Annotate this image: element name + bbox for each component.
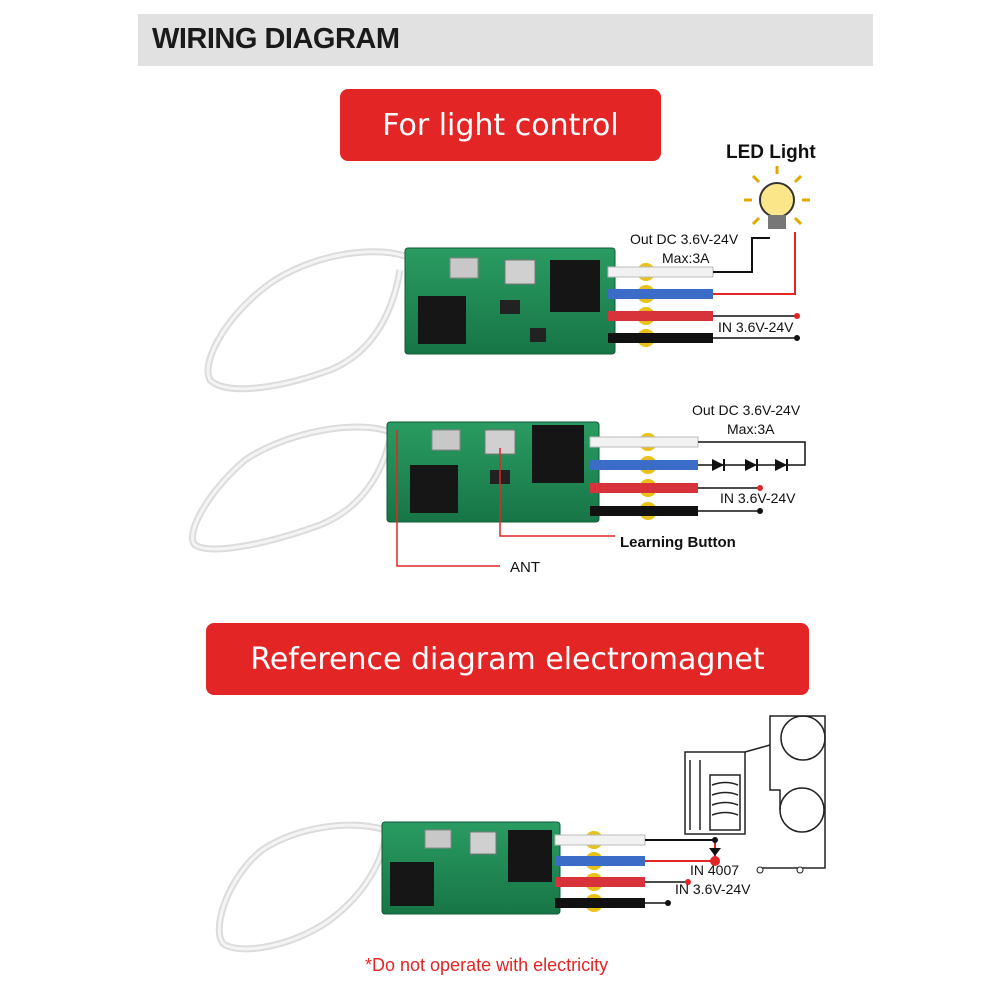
out-voltage-label: Out DC 3.6V-24V (692, 402, 801, 418)
banner-light-control: For light control (340, 89, 661, 161)
antenna-wire (204, 248, 412, 393)
mosfet (508, 830, 552, 882)
page-title: WIRING DIAGRAM (152, 23, 400, 55)
ic-chip (390, 862, 434, 906)
out-voltage-label: Out DC 3.6V-24V (630, 231, 739, 247)
footer-note: *Do not operate with electricity (365, 955, 609, 975)
learning-button-label: Learning Button (620, 534, 736, 551)
diagram-b (188, 421, 806, 567)
antenna-wire (215, 821, 389, 953)
led-light-label: LED Light (726, 142, 816, 163)
in-voltage-label: IN 3.6V-24V (718, 319, 794, 335)
antenna-wire (188, 423, 394, 553)
learning-button (504, 259, 536, 285)
mosfet (532, 425, 584, 483)
diode-label: IN 4007 (690, 862, 740, 878)
load-circuit (759, 715, 826, 870)
antenna-label: ANT (510, 559, 540, 576)
banner-electromagnet: Reference diagram electromagnet (206, 623, 809, 695)
header-bar: WIRING DIAGRAM (138, 14, 873, 66)
led-diode-icon (712, 459, 788, 471)
relay-coil-icon (684, 744, 771, 835)
led-bulb-icon (744, 166, 810, 229)
diode-icon (709, 848, 721, 856)
ic-chip (410, 465, 458, 513)
max-current-label: Max:3A (662, 250, 710, 266)
mosfet (550, 260, 600, 312)
ic-chip (418, 296, 466, 344)
learning-button (469, 831, 497, 855)
in-voltage-label: IN 3.6V-24V (675, 881, 751, 897)
diagram-a (204, 166, 810, 393)
in-voltage-label: IN 3.6V-24V (720, 490, 796, 506)
max-current-label: Max:3A (727, 421, 775, 437)
diagram-c (215, 715, 826, 953)
